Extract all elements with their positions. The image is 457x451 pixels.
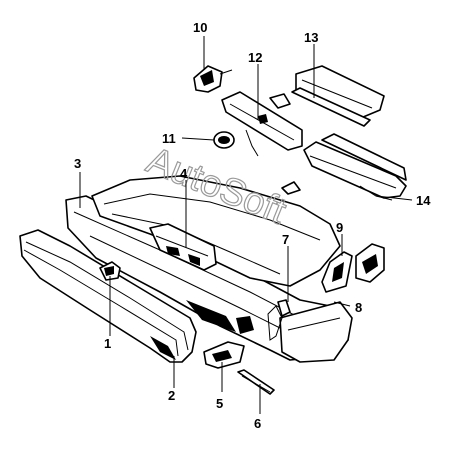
part-4-bracket [149, 223, 217, 271]
part-14-side-rail [303, 133, 407, 201]
callout-3: 3 [74, 156, 81, 171]
callout-6: 6 [254, 416, 261, 431]
small-clip [281, 181, 301, 195]
callout-2: 2 [168, 388, 175, 403]
part-8-end-panel [267, 301, 353, 363]
leader-lines [79, 36, 413, 414]
callout-7: 7 [282, 232, 289, 247]
callout-8: 8 [355, 300, 362, 315]
callout-1: 1 [104, 336, 111, 351]
callout-10: 10 [193, 20, 207, 35]
part-12-support-bar [221, 91, 303, 157]
part-2-bumper-cover [19, 229, 197, 363]
callout-14: 14 [416, 193, 431, 208]
part-10-mount [193, 65, 233, 93]
part-7-bolt [277, 299, 291, 317]
leader-14 [375, 195, 413, 201]
callout-5: 5 [216, 396, 223, 411]
callout-11: 11 [162, 131, 176, 146]
callout-12: 12 [248, 50, 262, 65]
part-9-side-brackets [321, 243, 385, 293]
callout-4: 4 [180, 166, 188, 181]
part-13-top-plate [291, 65, 385, 127]
leader-8 [333, 301, 351, 307]
part-6-strip [237, 369, 275, 395]
part-11-grommet [213, 131, 235, 149]
callout-9: 9 [336, 220, 343, 235]
part-5-lower-bracket [203, 341, 245, 369]
part-1-clip [99, 261, 121, 281]
callout-13: 13 [304, 30, 318, 45]
callout-labels: 1 2 3 4 5 6 7 8 9 10 11 12 13 14 [74, 20, 431, 431]
leader-11 [181, 137, 215, 141]
